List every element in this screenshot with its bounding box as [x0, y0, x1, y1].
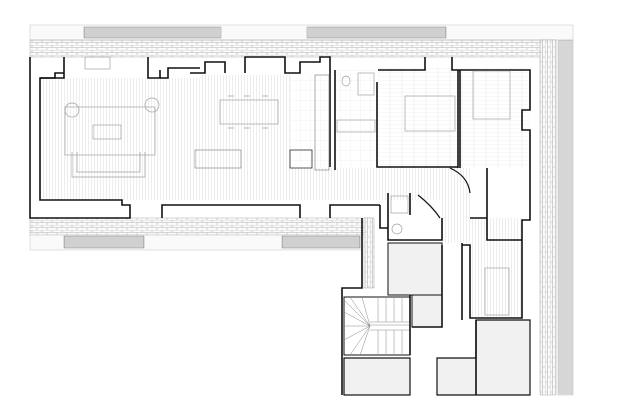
- top-brick-band: [29, 39, 556, 58]
- double-bed: [404, 95, 456, 132]
- bottom-blind-2: [281, 235, 361, 249]
- bedroom-2-floor: [460, 68, 530, 168]
- bottom-room-right-gray: [436, 319, 531, 396]
- furniture: [64, 56, 511, 316]
- right-brick-band: [539, 39, 557, 396]
- bathtub: [357, 72, 375, 96]
- stove: [289, 149, 313, 169]
- inner-brick-band: [363, 217, 375, 289]
- dining-table: [219, 99, 279, 125]
- kitchen-floor: [290, 75, 330, 170]
- hall-floor: [290, 168, 470, 200]
- toilet: [341, 75, 351, 87]
- walls: [29, 56, 531, 395]
- balcony-table: [84, 56, 111, 70]
- sofa: [71, 152, 146, 178]
- kitchen-island: [194, 149, 242, 169]
- bottom-facade: [29, 234, 363, 251]
- armchair-1: [64, 102, 80, 118]
- shower: [390, 195, 409, 214]
- top-facade: [29, 24, 574, 41]
- right-facade: [557, 39, 574, 396]
- single-bed: [484, 267, 510, 316]
- top-blind-2: [306, 26, 447, 39]
- bottom-blind-1: [63, 235, 145, 249]
- corridor-floor: [442, 168, 470, 243]
- bottom-brick-band: [29, 217, 373, 236]
- storage-small-gray: [411, 294, 443, 328]
- kitchen-counter: [314, 74, 330, 171]
- armchair-2: [144, 97, 160, 113]
- rug: [64, 106, 156, 156]
- coffee-table: [92, 124, 122, 140]
- sink: [391, 223, 403, 235]
- door-arc-bathroom: [417, 194, 441, 219]
- staircase: [343, 296, 411, 356]
- vanity: [336, 119, 376, 133]
- bedroom-1-floor: [378, 68, 458, 168]
- bottom-room-left-gray: [343, 357, 411, 396]
- dining-room-floor: [200, 75, 290, 200]
- bed-2: [472, 70, 511, 120]
- door-arc-bedroom: [449, 167, 471, 194]
- top-blind-1: [83, 26, 222, 39]
- storage-room-gray: [387, 242, 443, 296]
- bathroom-floor: [335, 70, 377, 167]
